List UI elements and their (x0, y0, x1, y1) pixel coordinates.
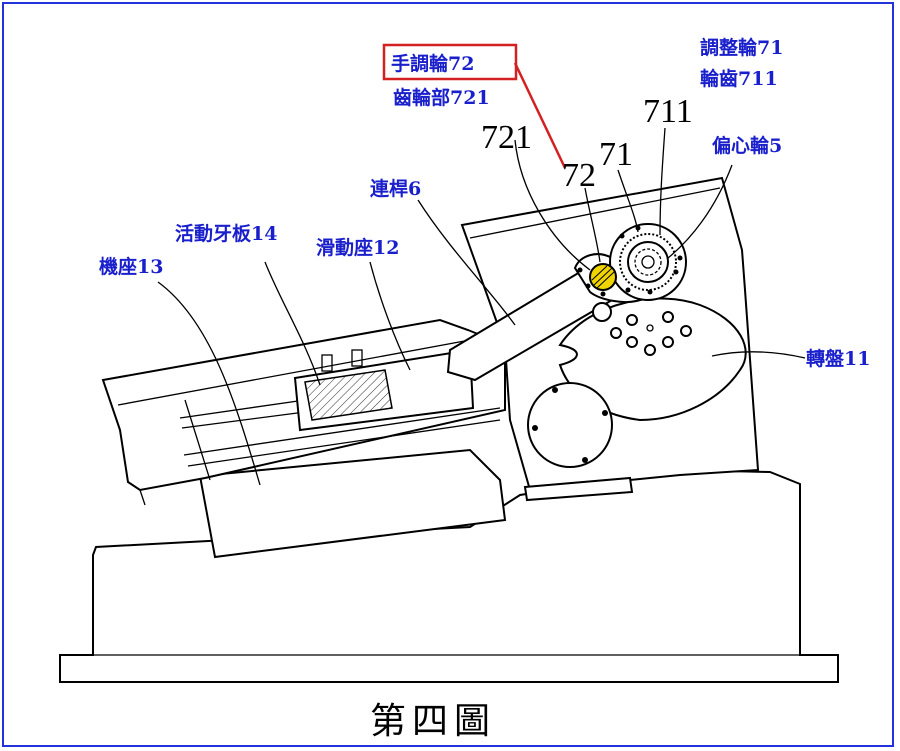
body-foot (139, 489, 146, 506)
label-turntable: 轉盤11 (806, 347, 870, 370)
turntable-center (646, 324, 654, 332)
motor-bolt-1 (552, 387, 558, 393)
label-hand-wheel: 手調輪72 (391, 52, 474, 75)
hand-wheel-hatch-3 (591, 265, 608, 281)
turntable (558, 297, 747, 422)
turntable-hole-6 (662, 336, 674, 348)
gear-hole-1 (577, 267, 583, 273)
rod-pivot (592, 302, 612, 322)
leader-jaw (264, 261, 321, 386)
gear-hole-3 (600, 291, 606, 297)
label-machine-base: 機座13 (99, 255, 163, 278)
rail-line-1 (179, 399, 306, 419)
bolt-1 (321, 354, 333, 372)
gear-hole-2 (585, 283, 591, 289)
numeral-72: 72 (562, 157, 596, 194)
turntable-hole-1 (626, 314, 638, 326)
highlight-box (382, 43, 518, 81)
rail-line-4 (187, 419, 501, 467)
body-step-line (184, 399, 211, 481)
machine-base-block (198, 448, 507, 559)
leader-turntable (711, 351, 806, 359)
label-adjust-wheel: 調整輪71 (700, 36, 783, 59)
eccentric-inner (634, 248, 662, 276)
leader-721 (514, 139, 591, 271)
label-gear-part: 齒輪部721 (393, 86, 490, 109)
label-movable-jaw-plate: 活動牙板14 (175, 222, 277, 245)
housing-foot (523, 476, 634, 502)
bolt-2 (351, 349, 363, 367)
wheel-hole-a (677, 255, 683, 261)
highlight-connector (513, 62, 567, 169)
leader-base (157, 281, 261, 486)
label-connecting-rod: 連桿6 (370, 177, 421, 200)
hand-wheel-hatch-2 (596, 271, 615, 289)
turntable-hole-3 (610, 327, 622, 339)
turntable-hole-4 (680, 325, 692, 337)
leader-72 (584, 187, 601, 263)
leader-71 (617, 169, 639, 233)
leader-slide (369, 261, 411, 371)
motor-disc (527, 382, 613, 468)
numeral-711: 711 (643, 93, 693, 130)
leader-711 (659, 127, 666, 236)
figure-caption: 第四圖 (370, 701, 496, 742)
numeral-721: 721 (481, 119, 532, 156)
motor-bolt-2 (602, 410, 608, 416)
motor-bolt-4 (582, 457, 588, 463)
leader-rod (417, 199, 516, 326)
body-inner-line (117, 339, 471, 406)
numeral-71: 71 (599, 136, 633, 173)
label-wheel-teeth: 輪齒711 (700, 67, 778, 90)
motor-bolt-3 (532, 425, 538, 431)
eccentric-wheel (627, 241, 669, 283)
label-eccentric-wheel: 偏心輪5 (712, 134, 782, 157)
wheel-hole-d (647, 289, 653, 295)
eccentric-hub (641, 255, 655, 269)
hand-wheel-hatch-1 (593, 267, 613, 286)
rail-line-2 (181, 411, 306, 429)
movable-jaw-plate (304, 369, 393, 421)
wheel-hole-c (625, 287, 631, 293)
wheel-hole-e (619, 233, 625, 239)
leader-eccentric (667, 164, 733, 259)
housing-top-line (469, 187, 721, 239)
turntable-hole-2 (662, 311, 674, 323)
label-slide-seat: 滑動座12 (316, 236, 399, 259)
wheel-hole-b (673, 269, 679, 275)
turntable-hole-7 (644, 344, 656, 356)
turntable-hole-5 (626, 336, 638, 348)
rail-line-3 (183, 407, 501, 456)
